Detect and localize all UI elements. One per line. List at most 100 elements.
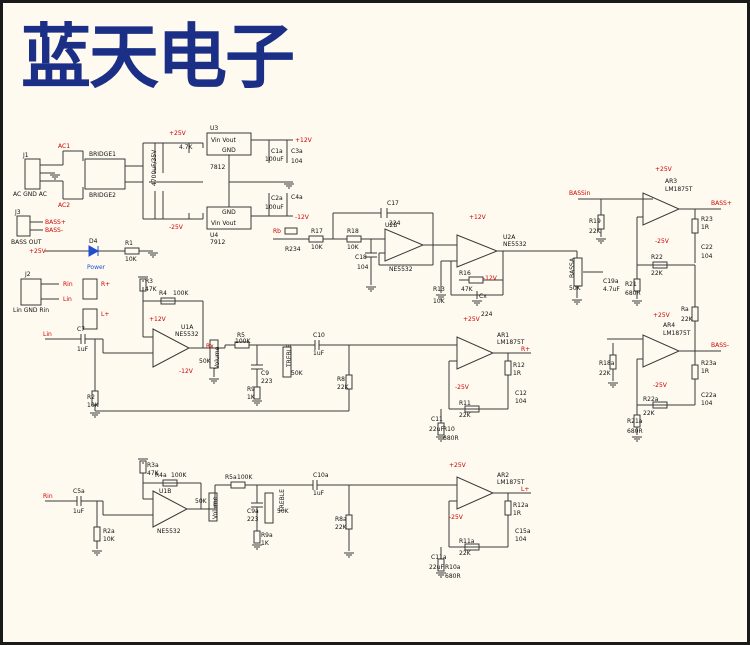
r3-value: 47K [145,286,158,293]
c7-label: C7 [77,326,85,333]
r4-label: R4 [159,290,167,297]
c17-value: 224 [389,220,401,227]
r4a-value: 100K [171,472,187,479]
ar2-supply-n: -25V [449,514,464,521]
r11a-label: R11a [459,538,475,545]
j2-label: J2 [24,271,31,278]
ar3-amp [642,192,681,226]
treble-l-value: 50K [277,508,290,515]
r8-label: R8 [337,376,345,383]
r22a-value: 22K [643,410,656,417]
minus12-top: -12V [295,214,310,221]
ar2-supply-p: +25V [449,462,467,469]
c3a-label: C3a [291,148,303,155]
u3-gnd: GND [222,147,236,154]
c11a-value: 22uF [429,564,444,571]
u3-part: 7812 [210,164,225,171]
ar1-label: AR1 [497,332,509,339]
r16-label: R16 [459,270,471,277]
u1a-opamp [152,328,191,368]
r1-value: 10K [125,256,138,263]
r-out-net: R+ [521,346,530,353]
c22-label: C22 [701,244,713,251]
lin-net: Lin [63,296,72,303]
led-diode [88,245,100,257]
ar3-part: LM1875T [665,186,693,193]
r13-label: R13 [433,286,445,293]
minus25-top: -25V [169,224,184,231]
bassa-pot [573,257,583,287]
l-out-net: L+ [521,486,529,493]
r4-value: 100K [173,290,189,297]
r11a-value: 22K [459,550,472,557]
c4a-label: C4a [291,194,303,201]
r5-value: 100K [235,338,251,345]
r21a-value: 680R [627,428,643,435]
u2a-part: NE5532 [503,241,527,248]
j3-connector [16,215,31,237]
schematic-diagram: J1 AC GND AC AC1 AC2 BRIDGE1 BRIDGE2 U3 … [11,125,732,580]
j2-connector [20,278,42,306]
r234-label: R234 [285,246,301,253]
r5-label: R5 [237,332,245,339]
c19-label: C19a [603,278,619,285]
r10a-label: R10a [445,564,461,571]
r18a-value: 22K [599,370,612,377]
c15a-value: 104 [515,536,527,543]
r19-label: R19 [589,218,601,225]
c5-label: C5a [73,488,85,495]
c12-value: 104 [515,398,527,405]
ar3-supply-n: -25V [655,238,670,245]
c18-label: C18 [355,254,367,261]
u4-label: U4 [210,232,218,239]
r10a-value: 680R [445,573,461,580]
r18-value: 10K [347,244,360,251]
c22-value: 104 [701,253,713,260]
bridge-part: BRIDGE2 [89,192,116,199]
led-supply: +25V [29,248,47,255]
j1-label: J1 [22,152,29,159]
j1-connector [24,158,41,190]
r11-value: 22K [459,412,472,419]
r2-label: R2 [87,394,95,401]
u2a-opamp [456,234,499,268]
r18a-label: R18a [599,360,615,367]
c9-value: 223 [261,378,273,385]
u2b-part: NE5532 [389,266,413,273]
c10a-label: C10a [313,472,329,479]
r8-value: 22K [337,384,350,391]
c1a-label: C1a [271,148,283,155]
ar3-label: AR3 [665,178,677,185]
u4-gnd: GND [222,209,236,216]
ar4-part: LM1875T [663,330,691,337]
led-text: Power [87,264,106,271]
r5a-value: 100K [237,474,253,481]
bassin-net: BASSin [569,190,591,197]
ra-value: 22K [681,316,694,323]
r9a-value: 1K [261,540,270,547]
r9a-label: R9a [261,532,273,539]
r12-value: 1R [513,370,521,377]
c9a-value: 223 [247,516,259,523]
vol-r-value: 50K [199,358,212,365]
c9a-label: C9a [247,508,259,515]
treble-pot-r [282,346,292,378]
c19-value: 4.7uF [603,286,620,293]
c10-value: 1uF [313,350,325,357]
bass-out-minus: BASS- [45,227,63,234]
u1a-label: U1A [181,324,194,331]
r23-label: R23 [701,216,713,223]
ar4-amp [642,334,681,368]
c17-label: C17 [387,200,399,207]
ac2-label: AC2 [58,202,70,209]
r22-value: 22K [651,270,664,277]
rx-label: Rx [206,343,214,350]
rb-label: Rb [273,228,281,235]
cx-label: Cx [479,293,487,300]
c7-value: 1uF [77,346,89,353]
r-input-net: Lin [43,331,52,338]
c11-label: C11 [431,416,443,423]
r12a-label: R12a [513,502,529,509]
r19-value: 22K [589,228,602,235]
